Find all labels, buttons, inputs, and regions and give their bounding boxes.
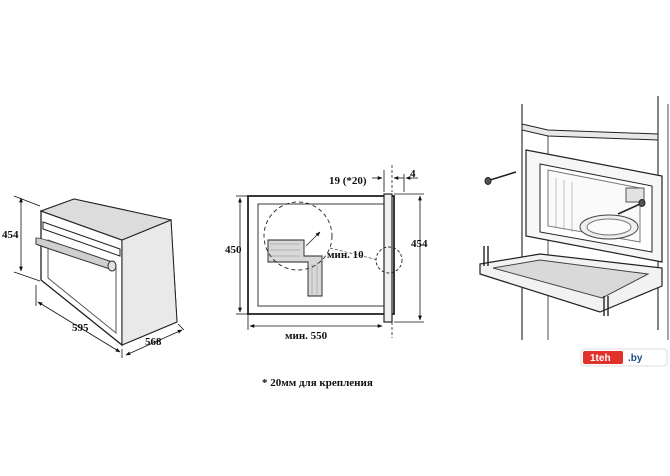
oven-height-label: 454 (2, 229, 19, 241)
niche-height-right-label: 454 (411, 238, 428, 250)
detail-circle-small (375, 246, 403, 274)
niche-section-figure (247, 165, 403, 338)
min-gap-label: мин. 10 (327, 249, 364, 261)
niche-top-label: 19 (*20) (329, 175, 367, 187)
niche-height-left-label: 450 (225, 244, 242, 256)
site-watermark: 1teh .by (580, 348, 668, 367)
mounting-screw-right (617, 199, 646, 215)
installed-oven-figure (479, 96, 669, 340)
detail-circle-large (263, 201, 333, 271)
oven-dimension-lines (13, 195, 185, 358)
min-depth-label: мин. 550 (285, 330, 328, 342)
niche-top-right-label: 4 (410, 168, 416, 180)
oven-isometric-figure (35, 198, 178, 347)
watermark-brand: 1teh (590, 353, 611, 364)
niche-dimension-lines (236, 170, 424, 330)
mounting-footnote: * 20мм для крепления (262, 377, 373, 389)
watermark-domain: .by (628, 353, 643, 364)
mounting-screw-left (484, 171, 517, 185)
oven-width-label: 595 (72, 322, 89, 334)
oven-depth-label: 568 (145, 336, 162, 348)
